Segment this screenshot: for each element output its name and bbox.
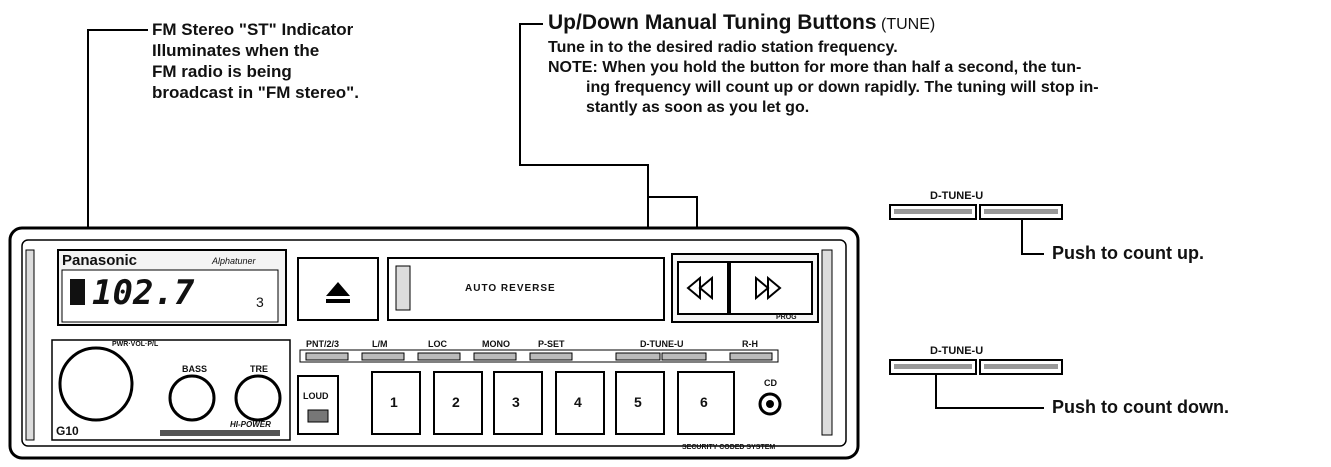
- tune-leader-line: [519, 23, 698, 280]
- detail-up-leader: [1021, 220, 1044, 255]
- detail-up-left-fill: [894, 209, 972, 214]
- loud-indicator: [307, 409, 329, 423]
- preset-label-5: 5: [634, 394, 642, 410]
- loud-button[interactable]: [297, 375, 339, 435]
- control-panel-frame: [51, 339, 291, 441]
- right-trim: [821, 249, 833, 436]
- detail-up-caption: Push to count up.: [1052, 243, 1204, 263]
- display-frequency: 102.7: [92, 273, 195, 313]
- preset-buttons: [371, 371, 735, 435]
- display-window: [61, 269, 279, 323]
- preset-button-6[interactable]: [677, 371, 735, 435]
- preset-label-1: 1: [390, 394, 398, 410]
- hi-power-bar: [160, 430, 280, 436]
- preset-label-6: 6: [700, 394, 708, 410]
- rh-label: R-H: [742, 339, 758, 349]
- fn-label-5: P-SET: [538, 339, 565, 349]
- st-callout-line-1: FM Stereo "ST" Indicator: [152, 20, 354, 39]
- bass-knob[interactable]: [168, 374, 216, 422]
- treble-knob[interactable]: [234, 374, 282, 422]
- tune-note-line-2: ing frequency will count up or down rapi…: [586, 79, 1099, 96]
- model-label: G10: [56, 424, 79, 438]
- security-label: SECURITY CODED SYSTEM: [682, 444, 776, 451]
- prog-label: PROG: [776, 314, 797, 321]
- tune-callout: Up/Down Manual Tuning Buttons (TUNE) Tun…: [548, 11, 1328, 118]
- loud-label: LOUD: [303, 391, 329, 401]
- fn-label-4: MONO: [482, 339, 510, 349]
- fn-button-4[interactable]: [473, 352, 517, 361]
- st-callout-line-2: Illuminates when the: [152, 41, 320, 60]
- detail-down-left-fill: [894, 364, 972, 369]
- st-indicator-callout: FM Stereo "ST" Indicator Illuminates whe…: [152, 19, 452, 103]
- tune-up-button[interactable]: [661, 352, 707, 361]
- preset-label-2: 2: [452, 394, 460, 410]
- tune-note-line-1: NOTE: When you hold the button for more …: [548, 59, 1082, 76]
- fastforward-button[interactable]: [729, 261, 813, 315]
- tune-callout-title: Up/Down Manual Tuning Buttons: [548, 11, 877, 34]
- left-trim: [25, 249, 35, 441]
- fn-button-3[interactable]: [417, 352, 461, 361]
- tune-label: D-TUNE-U: [640, 339, 684, 349]
- preset-label-4: 4: [574, 394, 582, 410]
- preset-label-3: 3: [512, 394, 520, 410]
- fn-button-1[interactable]: [305, 352, 349, 361]
- tune-note-line-3: stantly as soon as you let go.: [586, 99, 810, 116]
- fn-label-1: PNT/2/3: [306, 339, 340, 349]
- fn-button-5[interactable]: [529, 352, 573, 361]
- pwr-vol-label: PWR·VOL·P/L: [112, 341, 159, 348]
- fn-button-2[interactable]: [361, 352, 405, 361]
- rewind-icon-2: [698, 275, 713, 301]
- preset-button-4[interactable]: [555, 371, 605, 435]
- ff-icon-2: [767, 275, 782, 301]
- volume-knob[interactable]: [58, 346, 134, 422]
- preset-button-3[interactable]: [493, 371, 543, 435]
- eject-icon: [326, 282, 350, 296]
- fn-label-2: L/M: [372, 339, 388, 349]
- preset-button-1[interactable]: [371, 371, 421, 435]
- brand-logo: Panasonic: [62, 252, 138, 269]
- model-script: Alphatuner: [212, 256, 256, 266]
- tune-callout-title-suffix: (TUNE): [881, 16, 936, 33]
- st-callout-line-4: broadcast in "FM stereo".: [152, 83, 359, 102]
- display-band-block: [70, 279, 85, 305]
- rewind-button[interactable]: [677, 261, 729, 315]
- detail-down-caption: Push to count down.: [1052, 397, 1229, 417]
- tape-door-latch: [395, 265, 411, 311]
- radio-inner-frame: [21, 239, 847, 447]
- hi-power-label: HI-POWER: [230, 420, 271, 429]
- preset-button-5[interactable]: [615, 371, 665, 435]
- cd-jack-center: [766, 400, 774, 408]
- st-leader-line: [87, 29, 148, 257]
- eject-button[interactable]: [297, 257, 379, 321]
- detail-down-label: D-TUNE-U: [930, 345, 984, 357]
- treble-label: TRE: [250, 364, 268, 374]
- bass-label: BASS: [182, 364, 208, 374]
- ff-icon-1: [755, 275, 770, 301]
- fn-label-3: LOC: [428, 339, 447, 349]
- preset-button-2[interactable]: [433, 371, 483, 435]
- tune-callout-desc: Tune in to the desired radio station fre…: [548, 39, 898, 56]
- tune-down-button[interactable]: [615, 352, 661, 361]
- tape-door[interactable]: [387, 257, 665, 321]
- detail-up-label: D-TUNE-U: [930, 190, 984, 202]
- tape-door-label: AUTO REVERSE: [465, 283, 556, 294]
- detail-down-leader: [935, 375, 1044, 409]
- display-band: 3: [256, 294, 264, 310]
- detail-down-right-fill: [984, 364, 1058, 369]
- cd-label: CD: [764, 378, 777, 388]
- fn-button-rh[interactable]: [729, 352, 773, 361]
- detail-up-right-fill: [984, 209, 1058, 214]
- st-callout-line-3: FM radio is being: [152, 62, 292, 81]
- eject-icon-bar: [326, 299, 350, 303]
